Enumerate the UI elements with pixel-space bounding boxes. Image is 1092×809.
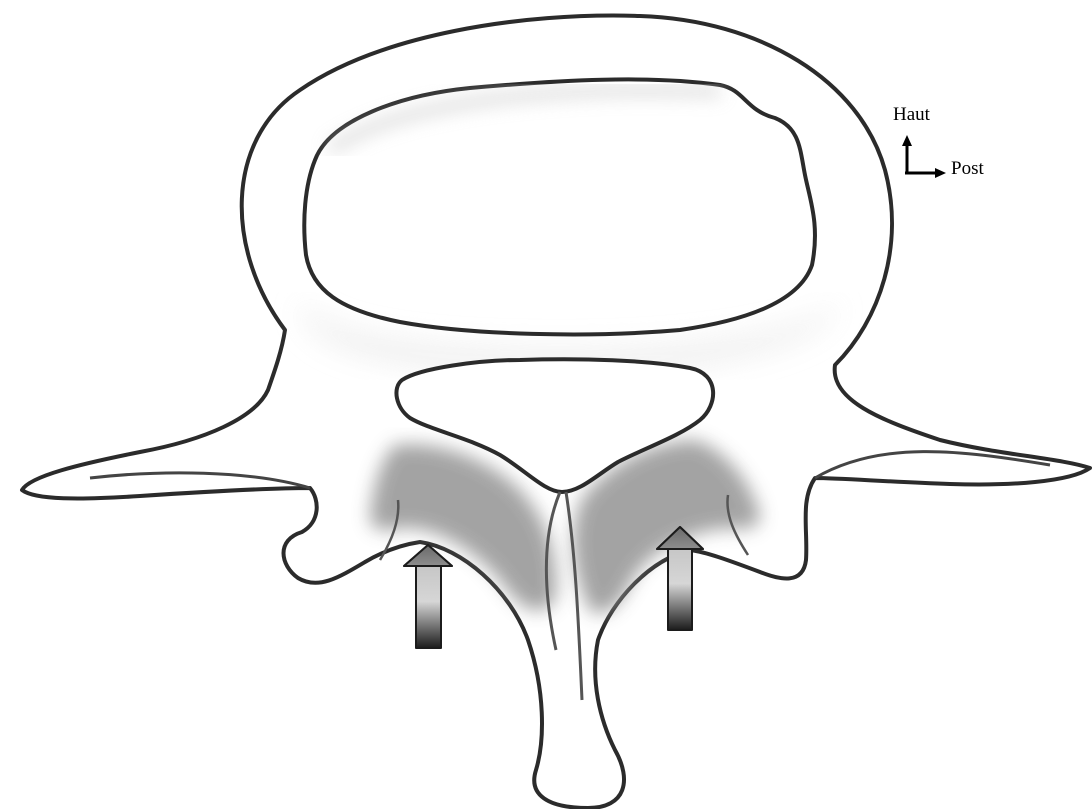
up-arrow-icon: [657, 527, 703, 630]
corner-arrows-icon: [902, 135, 946, 178]
orientation-up-label: Haut: [893, 104, 930, 126]
up-arrow-icon: [404, 545, 452, 648]
orientation-posterior-label: Post: [951, 158, 984, 180]
